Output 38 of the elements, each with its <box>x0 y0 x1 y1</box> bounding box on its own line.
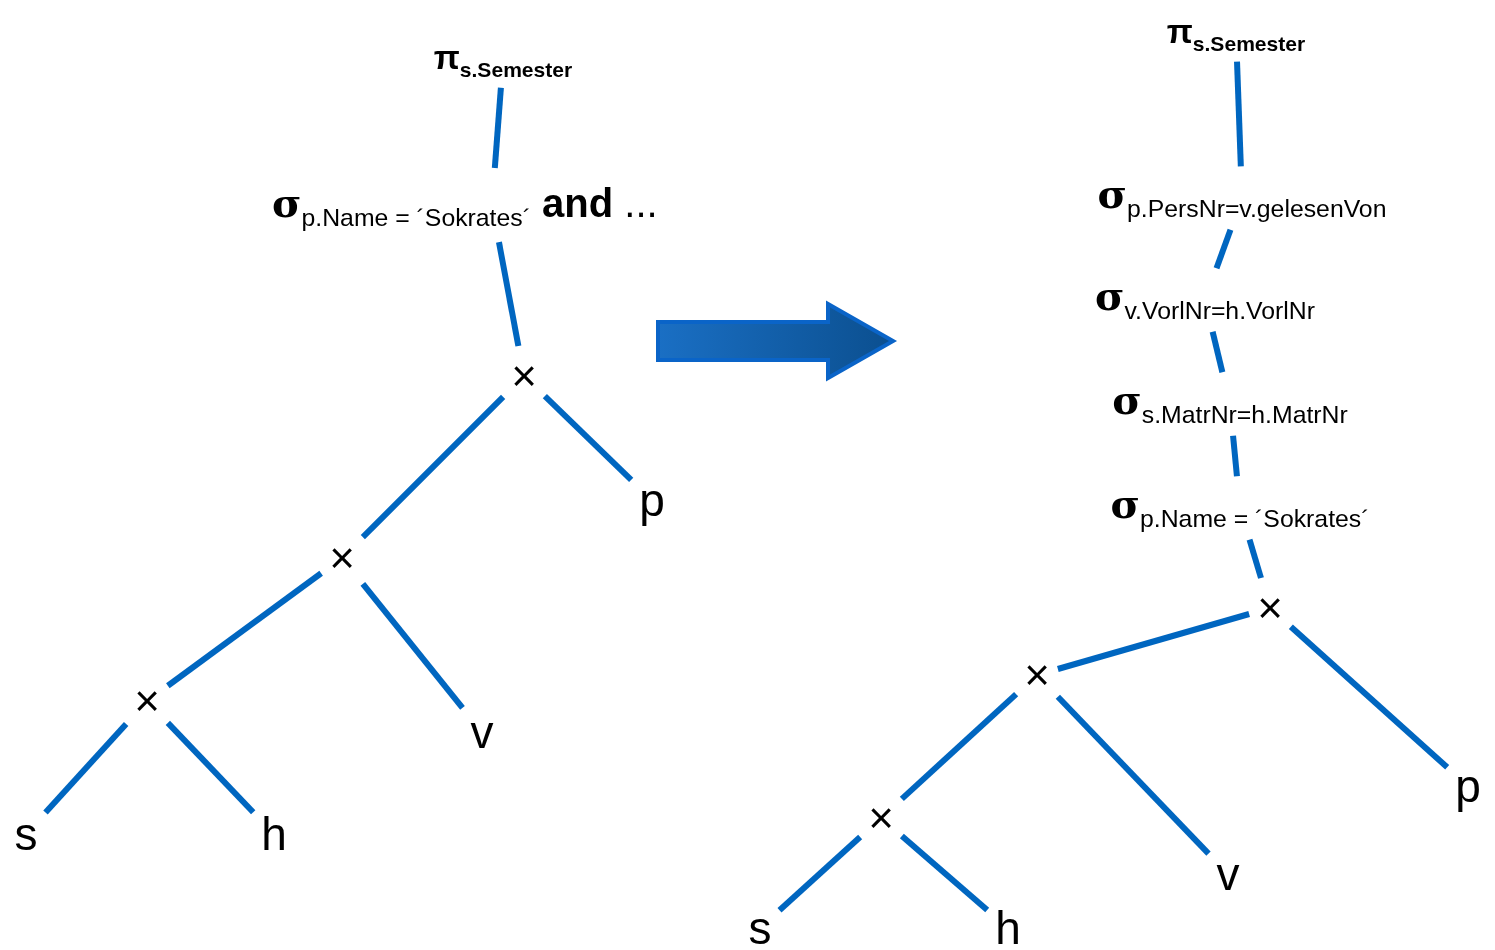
tree-edge <box>360 394 506 540</box>
tree-edge <box>777 834 863 913</box>
relation-name: v <box>1216 851 1240 897</box>
cross-product-operator: × <box>511 354 537 398</box>
relation-name: h <box>261 811 287 857</box>
tree-edge <box>542 394 634 482</box>
projection-operator: π$_{s.Semester}$ <box>433 40 573 80</box>
cross-product-operator: × <box>868 796 894 840</box>
relation-name: h <box>995 905 1021 950</box>
tree-edge <box>1057 611 1250 672</box>
selection-operator: σ$_{p.Name = ´Sokrates´}$ and ... <box>272 176 712 235</box>
tree-edge <box>1234 61 1244 167</box>
selection-operator: σ$_{v.VorlNr=h.VorlNr}$ <box>1095 276 1315 324</box>
selection-operator: σ$_{p.PersNr=v.gelesenVon}$ <box>1097 174 1387 222</box>
tree-edge <box>1246 538 1264 579</box>
tree-edge <box>899 691 1019 802</box>
selection-operator: σ$_{p.Name = ´Sokrates´}$ <box>1110 484 1370 532</box>
relation-name: v <box>470 709 494 755</box>
tree-edge <box>1288 624 1450 770</box>
relation-name: s <box>748 905 772 950</box>
tree-edge <box>43 721 129 815</box>
projection-operator: π$_{s.Semester}$ <box>1166 14 1306 54</box>
tree-edge <box>1213 228 1234 270</box>
cross-product-operator: × <box>1024 653 1050 697</box>
tree-edge <box>1055 694 1211 856</box>
tree-edge <box>491 87 504 169</box>
cross-product-operator: × <box>134 679 160 723</box>
tree-edge <box>899 833 990 913</box>
cross-product-operator: × <box>329 536 355 580</box>
tree-edge <box>165 720 256 815</box>
tree-edge <box>166 570 323 689</box>
tree-edge <box>1209 331 1226 373</box>
tree-edge <box>1230 435 1240 477</box>
tree-edge <box>360 582 465 710</box>
tree-edge <box>496 241 522 347</box>
relation-name: s <box>14 811 38 857</box>
selection-operator: σ$_{s.MatrNr=h.MatrNr}$ <box>1112 380 1348 428</box>
cross-product-operator: × <box>1257 586 1283 630</box>
